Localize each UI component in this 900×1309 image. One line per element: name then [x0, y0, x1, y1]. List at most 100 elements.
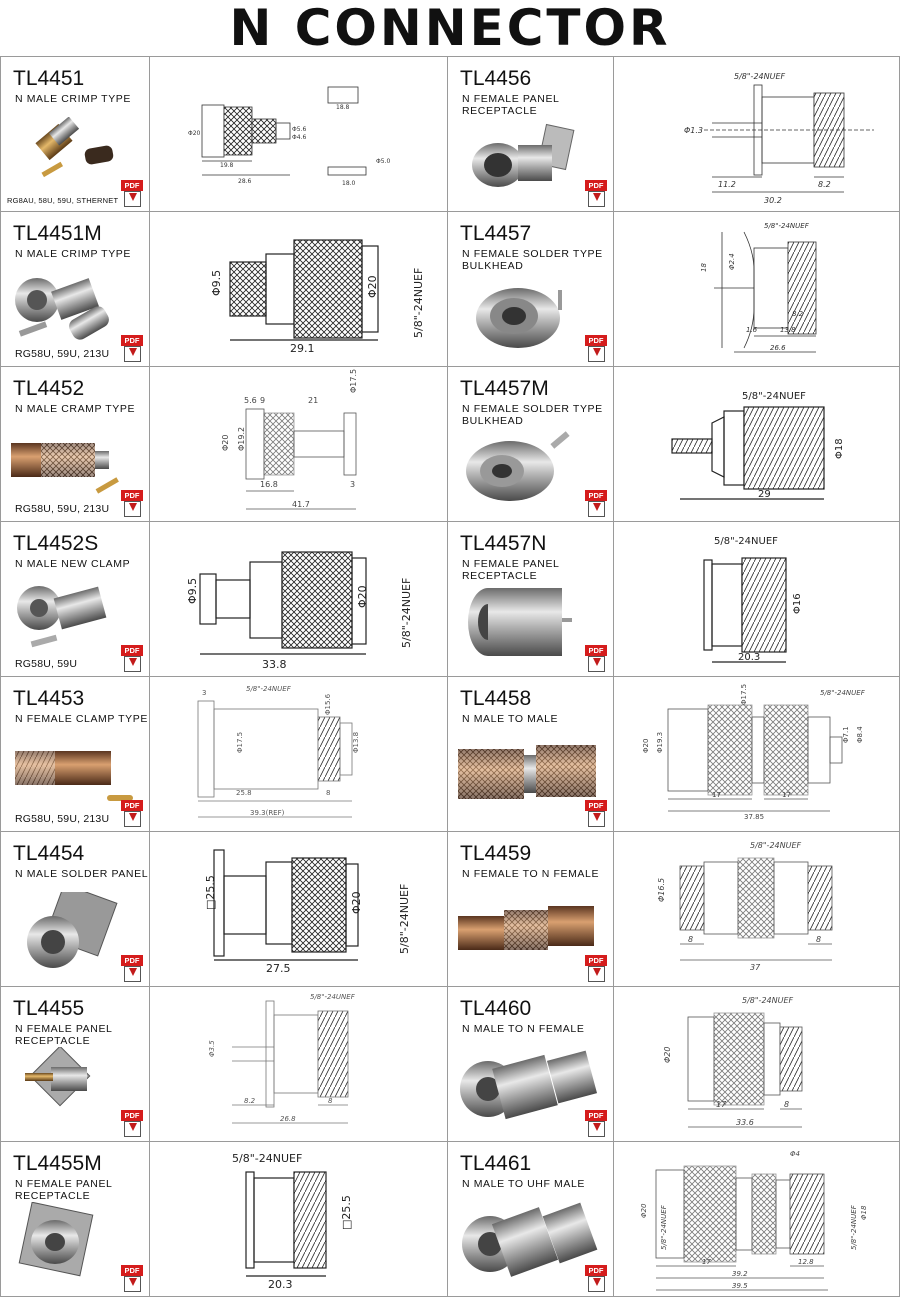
product-description: N MALE CRIMP TYPE — [15, 248, 132, 260]
dim-label: Φ4.6 — [292, 134, 306, 141]
pdf-download-button[interactable]: PDF — [121, 955, 143, 982]
pdf-icon: PDF — [121, 335, 143, 346]
connector-photo — [462, 1202, 598, 1277]
dim-label: 39.2 — [732, 1270, 748, 1278]
dim-label: 8 — [326, 789, 330, 797]
thread-label: 5/8"-24NUEF — [742, 996, 794, 1005]
product-info-tl4451m: TL4451M N MALE CRIMP TYPE RG58U, 59U, 21… — [1, 212, 150, 367]
product-code: TL4457M — [460, 377, 549, 400]
dim-label: Φ9.5 — [186, 578, 199, 604]
product-code: TL4461 — [460, 1152, 532, 1175]
product-info-tl4454: TL4454 N MALE SOLDER PANEL PDF — [1, 832, 150, 987]
pdf-download-button[interactable]: PDF — [121, 180, 143, 207]
technical-drawing: 5/8"-24NUEF □25.5 20.3 — [232, 1152, 353, 1291]
thread-label: 5/8"-24NUEF — [750, 841, 802, 850]
pdf-download-button[interactable]: PDF — [585, 1265, 607, 1292]
technical-drawing: 5/8"-24NUEF Φ18 29 — [671, 391, 845, 500]
product-description: N FEMALE PANEL RECEPTACLE — [15, 1023, 113, 1047]
product-description: N FEMALE CLAMP TYPE — [15, 713, 148, 725]
dim-label: Φ3.5 — [208, 1040, 216, 1057]
connector-photo — [35, 117, 114, 178]
product-info-tl4460: TL4460 N MALE TO N FEMALE PDF — [448, 987, 614, 1142]
product-code: TL4459 — [460, 842, 532, 865]
dim-label: Φ20 — [366, 275, 379, 298]
thread-label: 5/8"-24NUEF — [714, 536, 778, 547]
pdf-icon: PDF — [121, 800, 143, 811]
pdf-download-button[interactable]: PDF — [585, 1110, 607, 1137]
pdf-icon: PDF — [121, 180, 143, 191]
pdf-download-button[interactable]: PDF — [585, 180, 607, 207]
product-description: N FEMALE TO N FEMALE — [462, 868, 600, 880]
pdf-icon: PDF — [121, 645, 143, 656]
product-code: TL4457N — [460, 532, 547, 555]
dim-label: □25.5 — [204, 875, 217, 910]
product-info-tl4456: TL4456 N FEMALE PANEL RECEPTACLE PDF — [448, 57, 614, 212]
dim-label: 9 — [260, 396, 265, 405]
dim-label: Φ19.3 — [656, 732, 664, 753]
technical-drawing: 5/8"-24NUEF Φ20 17 8 33.6 — [663, 996, 803, 1128]
pdf-download-button[interactable]: PDF — [585, 800, 607, 827]
dim-label: 27.5 — [266, 962, 291, 975]
dim-label: 13.8 — [780, 326, 796, 334]
pdf-icon: PDF — [585, 180, 607, 191]
dim-label: Φ13.8 — [352, 732, 360, 753]
pdf-download-button[interactable]: PDF — [121, 490, 143, 517]
product-info-tl4461: TL4461 N MALE TO UHF MALE PDF — [448, 1142, 614, 1297]
drawing-tl4457n: 5/8"-24NUEF Φ16 20.3 — [614, 522, 900, 677]
pdf-download-button[interactable]: PDF — [585, 955, 607, 982]
product-code: TL4454 — [13, 842, 85, 865]
dim-label: 26.8 — [280, 1115, 296, 1123]
product-info-tl4457m: TL4457M N FEMALE SOLDER TYPE BULKHEAD PD… — [448, 367, 614, 522]
connector-photo — [460, 1050, 598, 1120]
drawing-tl4457: 5/8"-24NUEF 18 Φ2.4 8.2 1.6 13.8 26.6 — [614, 212, 900, 367]
product-code: TL4456 — [460, 67, 532, 90]
dim-label: Φ15.6 — [324, 693, 332, 715]
technical-drawing: 3 5/8"-24NUEF Φ15.6 Φ17.5 Φ13.8 25.8 8 3… — [197, 685, 360, 818]
dim-label: 39.3(REF) — [250, 809, 285, 817]
drawing-tl4457m: 5/8"-24NUEF Φ18 29 — [614, 367, 900, 522]
dim-label: 30.2 — [764, 196, 782, 205]
thread-label: 5/8"-24NUEF — [850, 1204, 858, 1250]
pdf-download-button[interactable]: PDF — [585, 645, 607, 672]
thread-label: 5/8"-24NUEF — [742, 391, 806, 402]
dim-label: 5.6 — [244, 396, 257, 405]
pdf-download-button[interactable]: PDF — [585, 490, 607, 517]
connector-photo — [468, 588, 572, 656]
pdf-download-button[interactable]: PDF — [121, 645, 143, 672]
dim-label: Φ20 — [350, 891, 363, 914]
pdf-download-button[interactable]: PDF — [585, 335, 607, 362]
product-info-tl4457n: TL4457N N FEMALE PANEL RECEPTACLE PDF — [448, 522, 614, 677]
page-title: N CONNECTOR — [229, 0, 671, 57]
dim-label: Φ20 — [221, 435, 230, 451]
product-info-tl4457: TL4457 N FEMALE SOLDER TYPE BULKHEAD PDF — [448, 212, 614, 367]
product-description: N FEMALE PANEL RECEPTACLE — [462, 558, 560, 582]
pdf-download-button[interactable]: PDF — [121, 1265, 143, 1292]
product-description: N MALE TO MALE — [462, 713, 559, 725]
dim-label: Φ20 — [188, 130, 201, 137]
connector-photo — [18, 1202, 94, 1277]
dim-label: Φ20 — [356, 585, 369, 608]
dim-label: Φ19.2 — [237, 427, 246, 451]
dim-label: 29 — [758, 489, 771, 500]
thread-label: 5/8"-24NUEF — [412, 268, 425, 338]
dim-label: 11.2 — [718, 180, 736, 189]
pdf-download-button[interactable]: PDF — [121, 335, 143, 362]
drawing-tl4461: Φ4 Φ20 5/8"-24NUEF 5/8"-24NUEF Φ18 17 12… — [614, 1142, 900, 1297]
connector-photo — [15, 278, 109, 340]
pdf-icon: PDF — [121, 1110, 143, 1121]
product-code: TL4458 — [460, 687, 532, 710]
pdf-download-button[interactable]: PDF — [121, 800, 143, 827]
dim-label: Φ2.4 — [728, 253, 736, 270]
technical-drawing: □25.5 Φ20 5/8"-24NUEF 27.5 — [204, 849, 411, 975]
dim-label: 8 — [688, 935, 693, 944]
dim-label: 19.8 — [220, 162, 234, 169]
thread-label: 5/8"-24NUEF — [246, 685, 292, 693]
drawing-tl4452s: Φ9.5 Φ20 5/8"-24NUEF 33.8 — [150, 522, 448, 677]
dim-label: Φ17.5 — [236, 732, 244, 753]
dim-label: 20.3 — [738, 652, 760, 663]
cable-type: RG58U, 59U, 213U — [15, 813, 110, 825]
pdf-download-button[interactable]: PDF — [121, 1110, 143, 1137]
product-code: TL4452S — [13, 532, 99, 555]
drawing-tl4456: 5/8"-24NUEF Φ1.3 11.2 8.2 30.2 — [614, 57, 900, 212]
drawing-tl4451: Φ20 19.8 28.6 Φ5.6 Φ4.6 18.8 18.0 Φ5.0 — [150, 57, 448, 212]
